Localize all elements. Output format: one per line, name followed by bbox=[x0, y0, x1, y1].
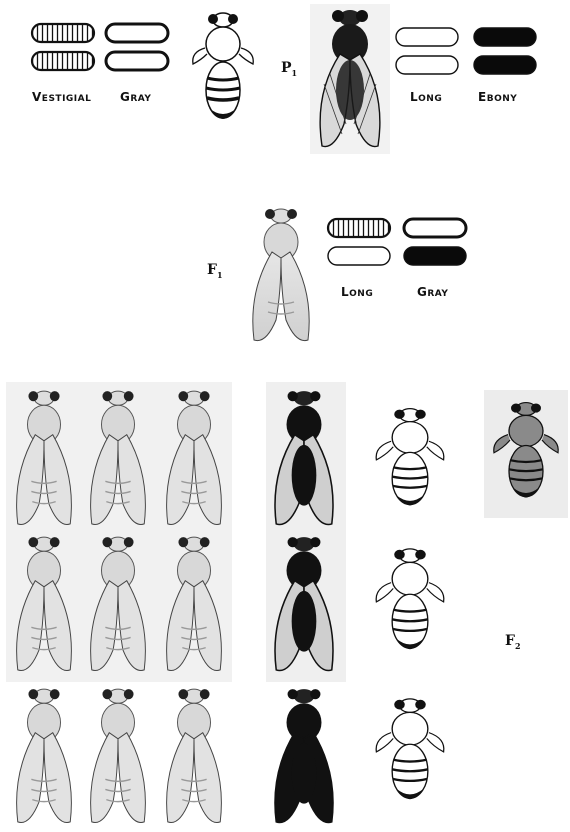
f2-ebony-long-fly-1 bbox=[268, 530, 340, 676]
f2-vestigial-ebony-fly bbox=[486, 398, 566, 504]
f2-gray-long-fly-2-2 bbox=[160, 682, 228, 828]
f2-ebony-long-fly-2 bbox=[268, 682, 340, 828]
f2-gray-long-fly-0-1 bbox=[84, 384, 152, 530]
f2-gray-long-fly-0-2 bbox=[160, 384, 228, 530]
f2-vestigial-fly-1 bbox=[368, 404, 452, 512]
f2-vestigial-fly-2 bbox=[368, 544, 452, 656]
f2-gray-long-fly-1-1 bbox=[84, 530, 152, 676]
f2-ebony-long-fly-0 bbox=[268, 384, 340, 530]
f2-gray-long-fly-2-1 bbox=[84, 682, 152, 828]
f2-gray-long-fly-2-0 bbox=[10, 682, 78, 828]
f2-gray-long-fly-1-0 bbox=[10, 530, 78, 676]
f2-gray-long-fly-1-2 bbox=[160, 530, 228, 676]
f2-gray-long-fly-0-0 bbox=[10, 384, 78, 530]
f2-vestigial-fly-3 bbox=[368, 694, 452, 806]
